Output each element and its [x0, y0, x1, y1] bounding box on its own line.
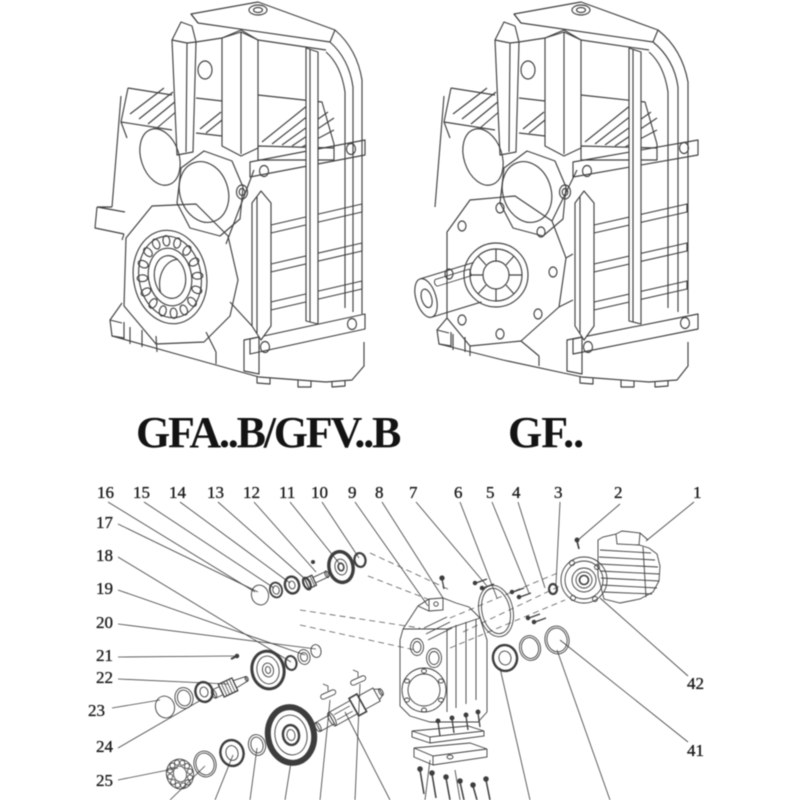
svg-text:20: 20	[96, 613, 113, 632]
svg-text:13: 13	[207, 483, 224, 502]
svg-text:16: 16	[97, 483, 114, 502]
svg-text:11: 11	[279, 483, 295, 502]
svg-text:41: 41	[687, 741, 704, 760]
svg-text:4: 4	[512, 483, 521, 502]
svg-text:23: 23	[88, 701, 105, 720]
svg-text:7: 7	[409, 483, 418, 502]
svg-text:21: 21	[96, 646, 113, 665]
svg-text:42: 42	[687, 674, 704, 693]
svg-text:1: 1	[693, 483, 702, 502]
svg-text:GFA..B/GFV..B: GFA..B/GFV..B	[136, 408, 401, 457]
svg-text:3: 3	[554, 483, 563, 502]
svg-text:12: 12	[243, 483, 260, 502]
svg-text:2: 2	[614, 483, 623, 502]
svg-text:17: 17	[96, 513, 114, 532]
svg-text:9: 9	[348, 483, 357, 502]
svg-text:10: 10	[311, 483, 328, 502]
svg-text:14: 14	[169, 483, 187, 502]
svg-text:8: 8	[375, 483, 384, 502]
svg-text:6: 6	[454, 483, 463, 502]
svg-text:24: 24	[96, 737, 114, 756]
svg-text:GF..: GF..	[508, 408, 583, 457]
svg-text:25: 25	[96, 771, 113, 790]
svg-text:5: 5	[486, 483, 495, 502]
svg-text:18: 18	[96, 546, 113, 565]
svg-text:15: 15	[133, 483, 150, 502]
svg-text:19: 19	[96, 579, 113, 598]
svg-text:22: 22	[96, 668, 113, 687]
